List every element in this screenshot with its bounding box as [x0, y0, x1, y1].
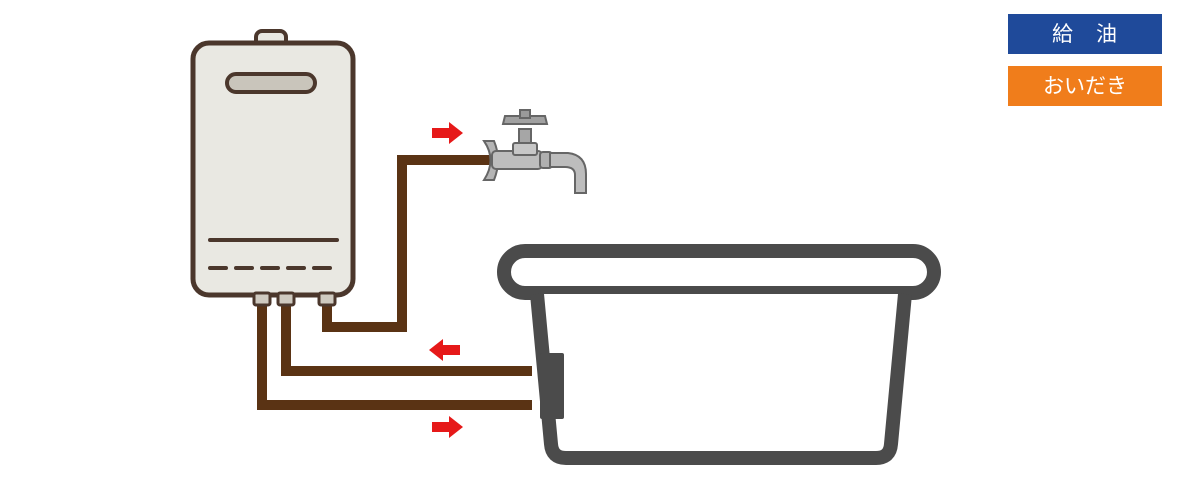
flow-arrow-icon	[432, 416, 463, 438]
bathtub-icon	[497, 244, 941, 465]
tub-return-pipe	[281, 300, 532, 376]
legend-oil-label: 給 油	[1008, 14, 1162, 54]
flow-arrow-icon	[429, 339, 460, 361]
legend-reheat-label: おいだき	[1008, 66, 1162, 106]
tub-feed-pipe	[257, 300, 532, 410]
flow-arrow-icon	[432, 122, 463, 144]
pipes	[257, 155, 532, 410]
water-heater-icon	[190, 29, 356, 307]
faucet-icon	[482, 109, 587, 194]
faucet-supply-pipe	[322, 155, 492, 332]
flow-arrows	[429, 122, 463, 438]
